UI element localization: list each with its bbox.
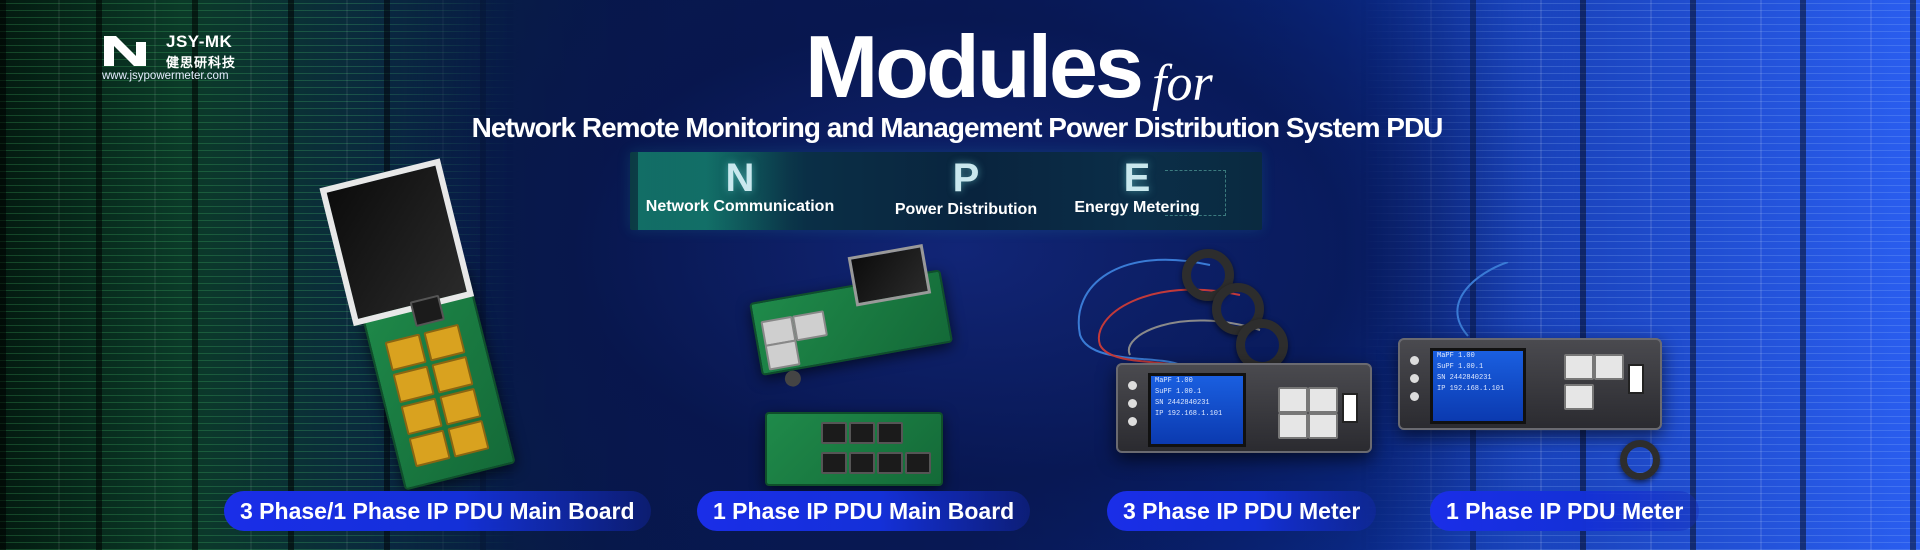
product-image-1phase-main-board-top[interactable] — [744, 240, 954, 388]
npe-letter: E — [1123, 156, 1151, 200]
product-label-1phase-main-board[interactable]: 1 Phase IP PDU Main Board — [697, 491, 1031, 531]
current-transformer-icon — [1182, 249, 1234, 301]
title-modules: Modules — [805, 17, 1144, 116]
logo-brand-text: JSY-MK — [166, 32, 233, 51]
logo-website-link[interactable]: www.jsypowermeter.com — [102, 70, 229, 82]
screen-line: SuPF 1.00.1 — [1155, 388, 1202, 396]
wire-icon — [1456, 262, 1509, 337]
product-image-1phase-main-board-bottom[interactable] — [765, 412, 943, 486]
product-image-1phase-meter[interactable]: MaPF 1.00 SuPF 1.00.1 SN 2442840231 IP 1… — [1398, 262, 1668, 480]
usb-port-icon — [1342, 393, 1358, 423]
meter-lcd-screen: MaPF 1.00 SuPF 1.00.1 SN 2442840231 IP 1… — [1148, 373, 1246, 447]
npe-item-energy: E Energy Metering — [1062, 152, 1212, 230]
npe-label: Energy Metering — [1074, 199, 1200, 216]
meter-lcd-screen: MaPF 1.00 SuPF 1.00.1 SN 2442840231 IP 1… — [1430, 348, 1526, 424]
jsy-logo-icon — [104, 36, 146, 66]
npe-item-network: N Network Communication — [642, 152, 838, 230]
npe-letter: P — [952, 156, 980, 200]
product-label-3phase-main-board[interactable]: 3 Phase/1 Phase IP PDU Main Board — [224, 491, 651, 531]
brand-logo[interactable]: JSY-MK 健思研科技 www.jsypowermeter.com — [102, 30, 262, 90]
circuit-decoration — [1165, 170, 1226, 216]
npe-feature-strip: N Network Communication P Power Distribu… — [630, 152, 1262, 230]
logo-brand-cn-text: 健思研科技 — [166, 55, 237, 70]
npe-letter: N — [725, 156, 755, 200]
usb-port-icon — [1628, 364, 1644, 394]
current-transformer-icon — [1620, 440, 1660, 480]
screen-line: MaPF 1.00 — [1155, 377, 1193, 385]
product-image-3phase-meter[interactable]: MaPF 1.00 SuPF 1.00.1 SN 2442840231 IP 1… — [1060, 245, 1380, 455]
npe-label: Power Distribution — [894, 201, 1038, 218]
product-label-3phase-meter[interactable]: 3 Phase IP PDU Meter — [1107, 491, 1377, 531]
subtitle: Network Remote Monitoring and Management… — [471, 112, 1444, 143]
screen-line: IP 192.168.1.101 — [1437, 385, 1505, 393]
screen-line: SuPF 1.00.1 — [1437, 363, 1484, 371]
screen-line: SN 2442840231 — [1155, 399, 1210, 407]
product-label-1phase-meter[interactable]: 1 Phase IP PDU Meter — [1430, 491, 1700, 531]
headline: Modules for — [0, 17, 1920, 116]
npe-label: Network Communication — [645, 198, 835, 215]
current-transformer-icon — [1212, 283, 1264, 335]
npe-item-power: P Power Distribution — [882, 152, 1050, 230]
screen-line: MaPF 1.00 — [1437, 352, 1475, 360]
title-for: for — [1152, 55, 1213, 112]
screen-line: IP 192.168.1.101 — [1155, 410, 1223, 418]
screen-line: SN 2442840231 — [1437, 374, 1492, 382]
